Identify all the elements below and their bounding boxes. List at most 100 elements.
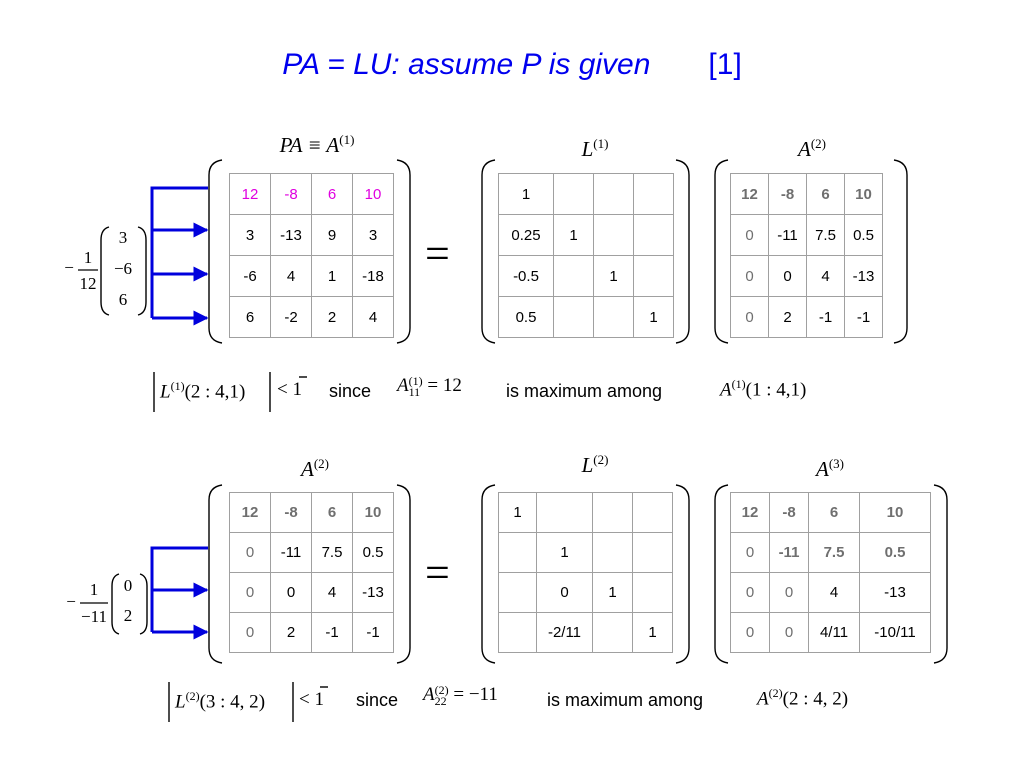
- condition-lhs-2: L(2)(3 : 4, 2): [175, 689, 266, 713]
- multiplier-num-1: 1: [83, 248, 93, 267]
- matrix-cell: 0: [768, 255, 807, 297]
- matrix-cell: [633, 173, 674, 215]
- slide-title: PA = LU: assume P is given [1]: [0, 48, 1024, 82]
- matrix-cell: -11: [768, 214, 807, 256]
- matrix-cell: 4/11: [808, 612, 860, 653]
- matrix-cell: 1: [632, 612, 673, 653]
- matrix-cell: 7.5: [808, 532, 860, 573]
- matrix-cell: 0: [229, 532, 271, 573]
- matrix-cell: -1: [806, 296, 845, 338]
- matrix-cell: 2: [270, 612, 312, 653]
- matrix-cell: 10: [844, 173, 883, 215]
- matrix-cell: -2/11: [536, 612, 593, 653]
- matrix-cell: [536, 492, 593, 533]
- bracket-left-open-1: [208, 159, 223, 344]
- matrix-cell: 0: [730, 214, 769, 256]
- matrix-cell: -6: [229, 255, 271, 297]
- vector-entry: 0: [123, 576, 133, 595]
- title-tag: [1]: [708, 48, 742, 81]
- row-arrows-1: [150, 186, 209, 326]
- bracket-L-open-2: [481, 484, 496, 664]
- matrix-cell: 1: [592, 572, 633, 613]
- label-A2: A(2): [798, 136, 826, 161]
- matrix-cell: -18: [352, 255, 394, 297]
- matrix-L1: 1 0.25 1 -0.5 1 0.5 1: [498, 173, 674, 338]
- matrix-A1: 12 -8 6 10 3 -13 9 3 -6 4 1 -18 6 -2 2 4: [229, 173, 394, 338]
- is-max-label-1: is maximum among: [506, 381, 663, 401]
- matrix-cell: 0: [730, 296, 769, 338]
- bracket-right-close-1: [893, 159, 908, 344]
- matrix-cell: 0: [536, 572, 593, 613]
- multiplier-den-2: −11: [81, 607, 107, 626]
- matrix-cell: [593, 296, 634, 338]
- matrix-cell: -11: [769, 532, 809, 573]
- matrix-cell: 2: [768, 296, 807, 338]
- matrix-A3: 12 -8 6 10 0 -11 7.5 0.5 0 0 4 -13 0 0 4…: [730, 492, 931, 653]
- multiplier-minus-1: −: [64, 258, 74, 277]
- matrix-cell: 1: [311, 255, 353, 297]
- matrix-cell: 2: [311, 296, 353, 338]
- label-A3: A(3): [816, 456, 844, 481]
- matrix-L2: 1 1 0 1 -2/11 1: [498, 492, 673, 653]
- bracket-left-close-1: [396, 159, 411, 344]
- since-label-2: since: [356, 690, 399, 710]
- condition-lhs-1: L(1)(2 : 4,1): [160, 379, 246, 403]
- matrix-cell: 6: [806, 173, 845, 215]
- matrix-cell: 6: [311, 173, 353, 215]
- matrix-cell: 6: [229, 296, 271, 338]
- multiplier-num-2: 1: [89, 580, 99, 599]
- pivot-value-1: A(1)11 = 12: [397, 373, 462, 399]
- bracket-left-open-2: [208, 484, 223, 664]
- bracket-right-close-2: [933, 484, 948, 664]
- matrix-cell: 0: [270, 572, 312, 613]
- matrix-cell: 4: [311, 572, 353, 613]
- matrix-cell: 10: [352, 492, 394, 533]
- matrix-cell: 4: [352, 296, 394, 338]
- matrix-cell: 12: [730, 492, 770, 533]
- matrix-cell: -1: [352, 612, 394, 653]
- label-L1: L(1): [581, 136, 609, 161]
- matrix-cell: 12: [229, 492, 271, 533]
- matrix-cell: [498, 572, 537, 613]
- matrix-A2-left: 12 -8 6 10 0 -11 7.5 0.5 0 0 4 -13 0 2 -…: [229, 492, 394, 653]
- matrix-cell: 0: [730, 255, 769, 297]
- matrix-cell: -1: [844, 296, 883, 338]
- vector-entry: 6: [118, 290, 128, 309]
- matrix-cell: 1: [498, 173, 554, 215]
- matrix-cell: [633, 214, 674, 256]
- matrix-cell: -13: [270, 214, 312, 256]
- bracket-L-open-1: [481, 159, 496, 344]
- matrix-cell: -0.5: [498, 255, 554, 297]
- matrix-cell: [592, 492, 633, 533]
- is-max-label-2: is maximum among: [547, 690, 704, 710]
- bracket-L-close-2: [675, 484, 690, 664]
- matrix-cell: [498, 612, 537, 653]
- vector-entry: −6: [113, 259, 133, 278]
- matrix-cell: -8: [768, 173, 807, 215]
- matrix-cell: 0.5: [498, 296, 554, 338]
- among-set-1: A(1)(1 : 4,1): [720, 377, 807, 401]
- matrix-cell: 0: [769, 572, 809, 613]
- among-set-2: A(2)(2 : 4, 2): [757, 686, 849, 710]
- matrix-cell: 12: [730, 173, 769, 215]
- vector-paren-open-1: [100, 226, 110, 316]
- matrix-cell: -13: [859, 572, 931, 613]
- title-main: PA = LU: assume P is given: [282, 48, 651, 81]
- matrix-cell: 6: [808, 492, 860, 533]
- label-A2-left: A(2): [301, 456, 329, 481]
- pivot-value-2: A(2)22 = −11: [423, 682, 498, 708]
- row-arrows-2: [150, 546, 209, 640]
- vector-paren-close-2: [139, 573, 148, 635]
- condition-bound-1: < 1: [277, 379, 302, 400]
- equals-sign-2: =: [425, 548, 450, 597]
- matrix-cell: 0.5: [859, 532, 931, 573]
- matrix-cell: [553, 173, 594, 215]
- matrix-cell: 4: [806, 255, 845, 297]
- matrix-cell: 4: [270, 255, 312, 297]
- bracket-L-close-1: [675, 159, 690, 344]
- matrix-cell: 0: [769, 612, 809, 653]
- label-PA-A1: PA ≡ A(1): [279, 132, 355, 157]
- matrix-cell: 3: [352, 214, 394, 256]
- equals-sign-1: =: [425, 229, 450, 278]
